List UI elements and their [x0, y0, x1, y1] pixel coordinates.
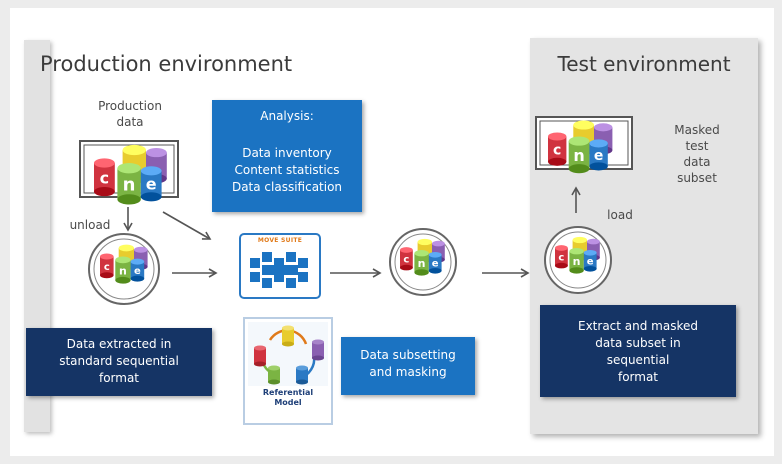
db-cylinder-blue: e — [589, 139, 608, 171]
masked-test-data-label: Masked test data subset — [674, 123, 720, 185]
db-cylinder-blue: e — [583, 249, 597, 272]
ref-cylinder-purple — [312, 339, 324, 361]
db-letter: n — [573, 255, 581, 268]
db-letter: n — [119, 265, 127, 278]
db-cylinder-red: c — [555, 245, 568, 269]
db-cylinder-blue: e — [140, 166, 162, 202]
db-cylinder-green: n — [414, 250, 429, 276]
analysis-line: Content statistics — [234, 163, 340, 177]
db-cylinder-blue: e — [428, 251, 442, 274]
db-letter: e — [146, 175, 157, 194]
extract-masked-box: Extract and masked data subset in sequen… — [540, 305, 736, 397]
db-letter: e — [432, 258, 439, 269]
engine-chip-icon — [239, 233, 321, 299]
db-letter: c — [403, 255, 409, 266]
unload-label: unload — [69, 218, 111, 232]
db-letter: e — [134, 266, 141, 277]
db-cylinder-green: n — [117, 163, 141, 205]
production-data-label: Production data — [98, 99, 162, 129]
db-letter: c — [104, 262, 110, 273]
db-cylinder-red: c — [94, 158, 115, 197]
engine-chip-label: MOVE SUITE — [257, 237, 303, 244]
analysis-line: Data classification — [231, 180, 343, 194]
db-letter: n — [573, 146, 584, 165]
db-cylinder-green: n — [569, 248, 584, 274]
db-cylinder-green: n — [568, 136, 590, 174]
ref-cylinder-red — [254, 345, 266, 367]
db-letter: n — [123, 175, 136, 196]
analysis-heading: Analysis: — [260, 109, 314, 123]
db-letter: e — [587, 256, 594, 267]
data-subsetting-box: Data subsetting and masking — [341, 337, 475, 395]
ref-cylinder-blue — [296, 365, 308, 385]
test-environment-title: Test environment — [557, 52, 731, 76]
referential-model-icon — [243, 317, 333, 425]
db-letter: c — [558, 253, 564, 264]
db-cylinder-red: c — [100, 253, 114, 279]
ref-cylinder-green — [268, 365, 280, 385]
db-cylinder-blue: e — [130, 258, 145, 282]
db-cylinder-red: c — [548, 132, 567, 166]
db-cylinder-red: c — [400, 247, 413, 271]
db-cylinder-green: n — [115, 256, 131, 284]
load-label: load — [607, 208, 633, 222]
analysis-box: Analysis: Data inventory Content statist… — [212, 100, 362, 212]
referential-model-label: Referential Model — [262, 388, 314, 407]
analysis-line: Data inventory — [242, 146, 332, 160]
ref-cylinder-yellow — [282, 325, 294, 347]
production-environment-title: Production environment — [40, 52, 293, 76]
analysis-arrow — [162, 211, 212, 240]
data-extracted-box: Data extracted in standard sequential fo… — [26, 328, 212, 396]
db-letter: c — [553, 143, 561, 159]
db-letter: e — [594, 148, 604, 164]
db-letter: n — [418, 257, 426, 270]
db-letter: c — [100, 169, 109, 188]
